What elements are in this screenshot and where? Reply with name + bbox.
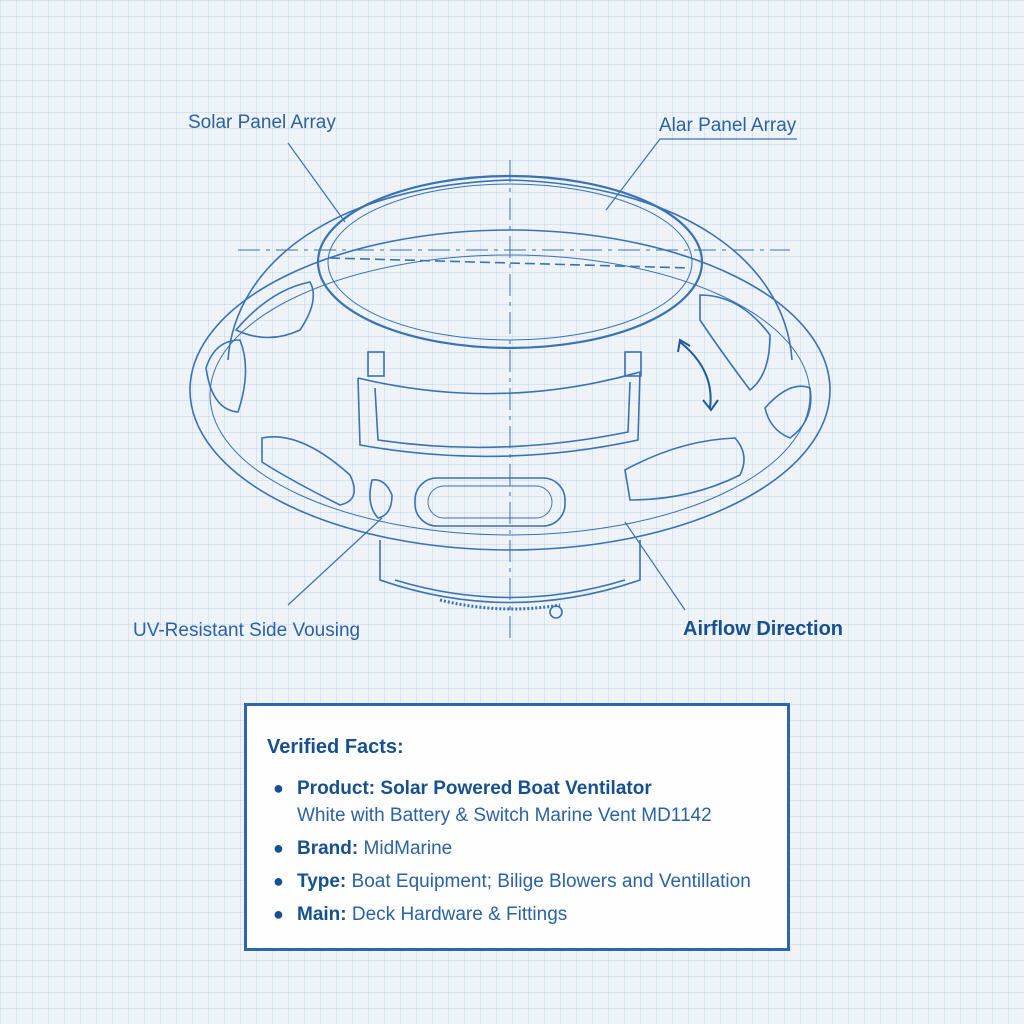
leader-solar-left xyxy=(287,142,346,223)
leader-solar-right xyxy=(605,138,797,211)
fact-continuation: White with Battery & Switch Marine Vent … xyxy=(297,805,712,826)
bullet-icon: ● xyxy=(273,904,284,924)
slot-left-upper xyxy=(205,339,247,413)
facts-heading: Verified Facts: xyxy=(267,736,404,758)
bullet-icon: ● xyxy=(273,838,284,858)
fact-main: ● Main: Deck Hardware & Fittings xyxy=(267,901,765,928)
slot-center xyxy=(414,477,566,527)
fact-type: ● Type: Boat Equipment; Bilige Blowers a… xyxy=(267,868,765,895)
fact-value: Boat Equipment; Bilige Blowers and Venti… xyxy=(351,871,751,892)
label-solar-panel-left: Solar Panel Array xyxy=(188,112,336,133)
solar-panel xyxy=(316,174,704,350)
facts-box: Verified Facts: ● Product: Solar Powered… xyxy=(244,703,790,951)
fact-value: Solar Powered Boat Ventilator xyxy=(380,778,652,799)
fact-key: Brand: xyxy=(297,838,359,859)
slot-left-mid xyxy=(261,436,356,506)
base-cylinder xyxy=(379,540,641,619)
slot-right-upper xyxy=(764,385,812,439)
slot-right-mid xyxy=(624,437,745,501)
fact-key: Main: xyxy=(297,904,347,925)
label-airflow: Airflow Direction xyxy=(683,618,844,640)
fact-key: Product: xyxy=(297,778,376,799)
dome-outline xyxy=(227,179,793,361)
front-vent xyxy=(357,351,642,458)
fact-value: MidMarine xyxy=(363,838,453,859)
outer-flange xyxy=(189,229,831,551)
fact-product: ● Product: Solar Powered Boat Ventilator… xyxy=(267,775,765,829)
bullet-icon: ● xyxy=(273,778,284,798)
fact-value: Deck Hardware & Fittings xyxy=(351,904,568,925)
leader-housing xyxy=(287,517,383,606)
bullet-icon: ● xyxy=(273,871,284,891)
airflow-arrow xyxy=(679,341,712,409)
slot-left-rib xyxy=(369,478,393,519)
fact-brand: ● Brand: MidMarine xyxy=(267,835,765,862)
leader-airflow xyxy=(624,521,686,611)
fact-key: Type: xyxy=(297,871,347,892)
label-solar-panel-right: Alar Panel Array xyxy=(659,115,797,136)
label-side-housing: UV-Resistant Side Vousing xyxy=(133,620,361,641)
